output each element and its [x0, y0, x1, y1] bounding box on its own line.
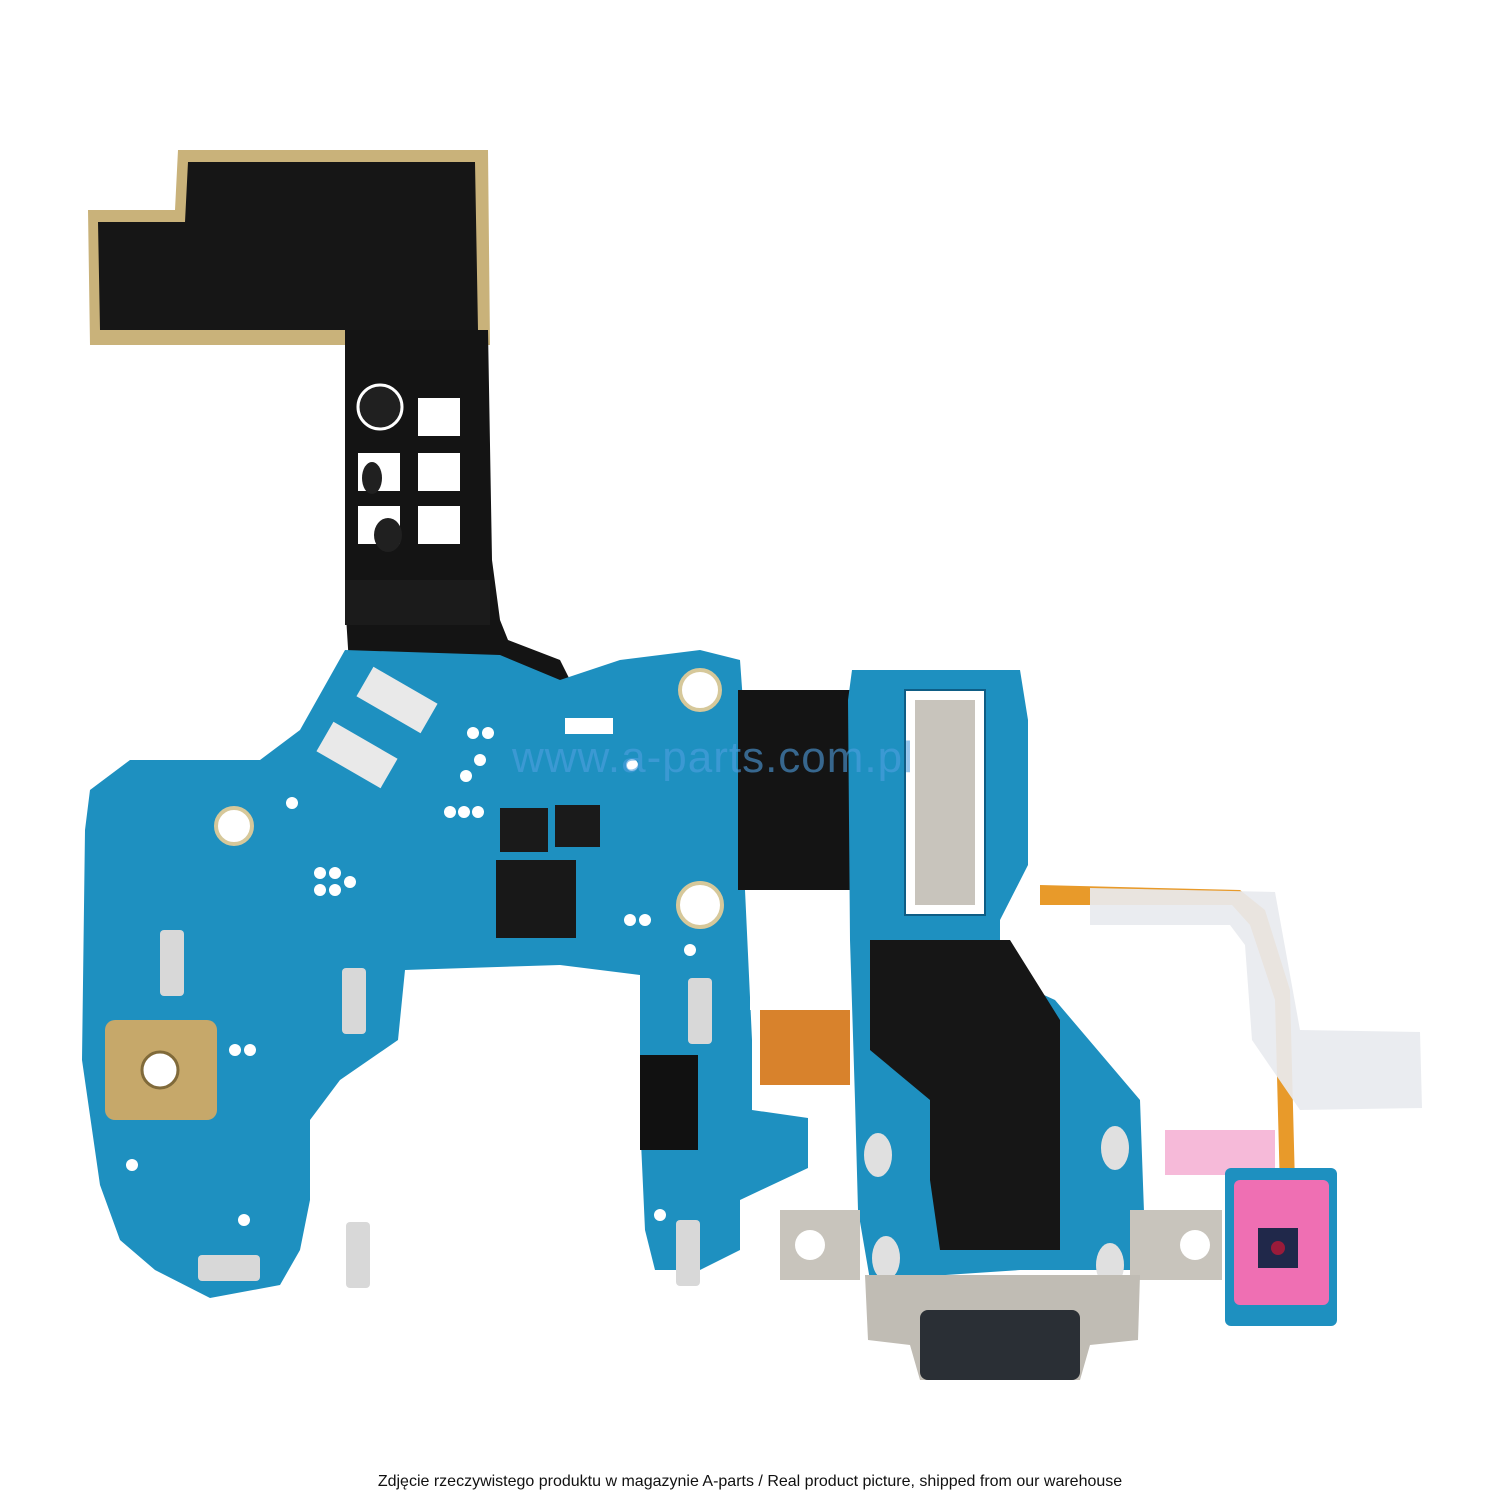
watermark-text: www.a-parts.com.pl: [512, 733, 914, 782]
connector-pcb: [780, 670, 1222, 1380]
main-pcb: [82, 650, 808, 1298]
flex-neck: [345, 330, 570, 680]
mic-flex: [1040, 885, 1422, 1326]
photo-caption: Zdjęcie rzeczywistego produktu w magazyn…: [377, 1473, 1123, 1490]
shield-can-icon: [915, 700, 975, 905]
middle-flex: [738, 690, 850, 1085]
antenna-plate: [88, 150, 490, 345]
